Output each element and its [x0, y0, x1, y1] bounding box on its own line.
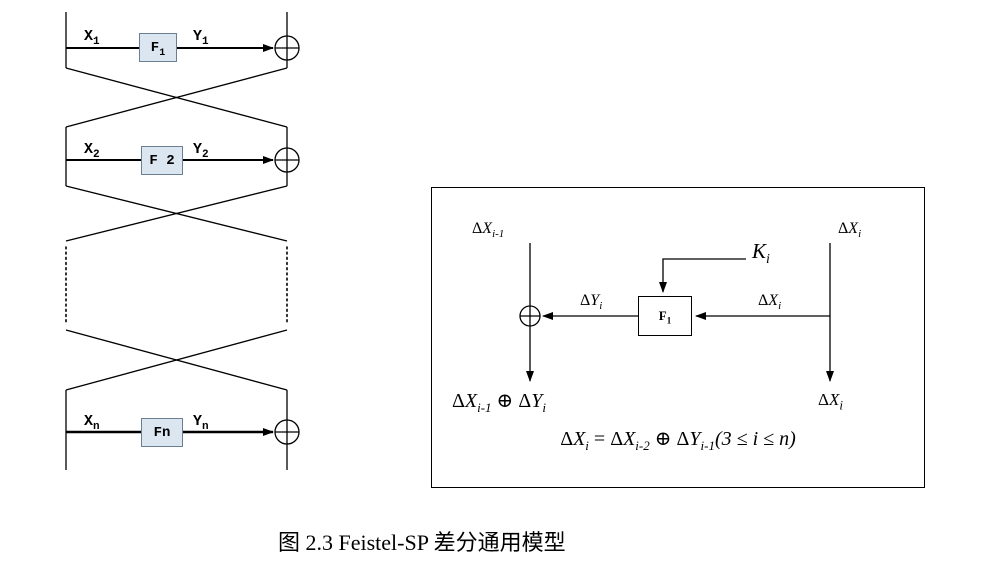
round2-f-label: F 2 [149, 152, 175, 169]
delta-x-bottom-right-label: ΔXi [818, 390, 843, 413]
cross1-b [65, 67, 288, 128]
roundn-f-box: Fn [141, 418, 183, 447]
cross3-b [65, 329, 288, 391]
cross2-b [65, 185, 288, 242]
xor-result-label: ΔXi-1 ⊕ ΔYi [452, 390, 546, 415]
round1-f-label: F1 [150, 39, 166, 59]
round2-output-label: Y2 [193, 141, 209, 161]
round2-f-box: F 2 [141, 146, 183, 175]
right-diagram-lines [519, 243, 834, 382]
round1-input-label: X1 [84, 28, 100, 48]
left-diagram-lines [65, 12, 300, 470]
xor-nodes-left [274, 35, 300, 445]
right-diagram-frame [431, 187, 925, 488]
key-input-arrow [659, 258, 746, 293]
xor-crosses-left [275, 36, 299, 444]
right-f-label: F1 [658, 308, 672, 326]
roundn-input-label: Xn [84, 413, 100, 433]
roundn-output-label: Yn [193, 413, 209, 433]
delta-x-top-right-label: ΔXi [838, 220, 862, 241]
round-key-label: Ki [752, 239, 770, 268]
roundn-f-label: Fn [153, 424, 171, 441]
delta-y-label: ΔYi [580, 292, 603, 313]
round1-output-label: Y1 [193, 28, 209, 48]
round1-f-box: F1 [139, 33, 177, 62]
figure-caption: 图 2.3 Feistel-SP 差分通用模型 [278, 530, 566, 555]
right-f-box: F1 [638, 296, 692, 336]
delta-x-prev-top-label: ΔXi-1 [472, 220, 505, 241]
recurrence-formula: ΔXi = ΔXi-2 ⊕ ΔYi-1(3 ≤ i ≤ n) [560, 428, 796, 453]
delta-x-mid-label: ΔXi [758, 292, 782, 313]
round2-input-label: X2 [84, 141, 100, 161]
